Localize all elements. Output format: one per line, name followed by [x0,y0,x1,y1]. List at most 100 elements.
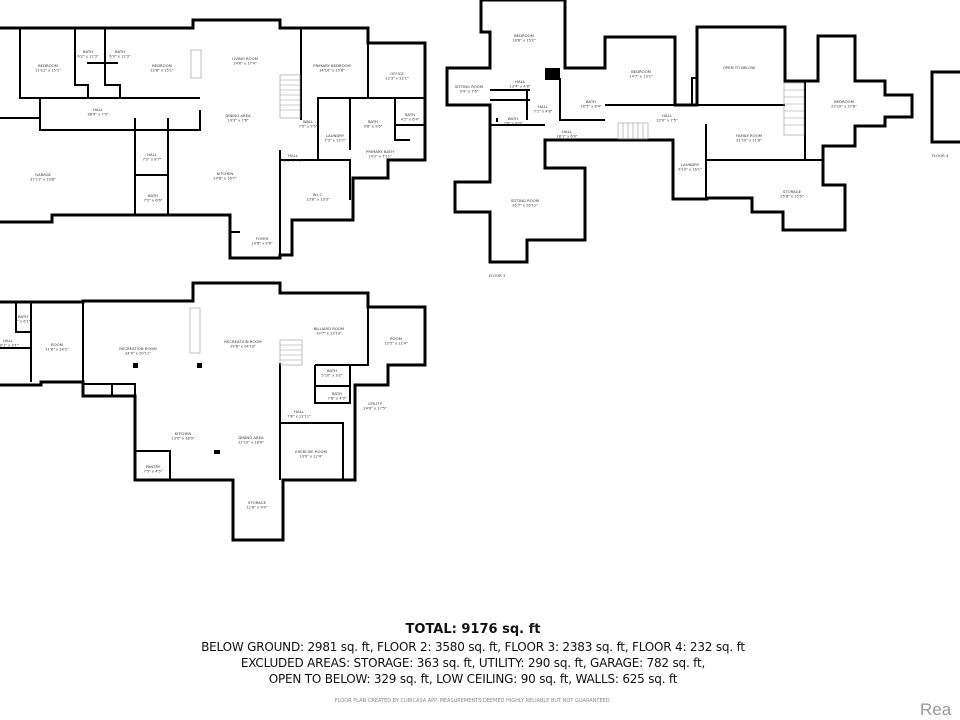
room-dimensions: 8'1" x 7'6" [284,159,303,163]
room-dimensions: 21'10" x 11'8" [736,139,762,143]
room-dimensions: 7'1" x 4'8" [534,110,553,114]
room-dimensions: 11'6" x 18'2" [45,348,69,352]
room-name: HALL [538,104,549,109]
excluded-areas: EXCLUDED AREAS: STORAGE: 363 sq. ft, UTI… [240,656,706,670]
room-dimensions: 26'7" x 26'11" [512,204,538,208]
room-name: HALL [515,79,526,84]
room-dimensions: 38'9" x 7'0" [87,113,108,117]
watermark: Rea [920,700,952,719]
room-dimensions: 7'3" x 13'7" [324,139,345,143]
room-dimensions: 25'8" x 15'5" [780,195,804,199]
room-name: LAUNDRY [681,162,700,167]
room-dimensions: 37'11" x 23'8" [30,178,56,182]
room-name: LAUNDRY [326,133,345,138]
floor-2-walls [0,18,427,260]
floor-3-walls [445,0,914,264]
room-dimensions: 7'8" x 12'11" [287,415,311,419]
room-dimensions: 4'2" x 6'4" [401,118,420,122]
floor-3-label: FLOOR 3 [489,273,506,278]
column [214,450,220,454]
floor-4-walls [930,70,960,144]
room-name: OPEN TO BELOW [723,65,755,70]
room-dimensions: 24'8" x 16'7" [213,177,237,181]
room-name: BATH [368,119,378,124]
room-name: HALL [562,129,573,134]
room-name: SITTING ROOM [511,198,539,203]
room-dimensions: 13'8" x 13'3" [306,198,330,202]
room-name: BILLIARD ROOM [314,326,344,331]
room-dimensions: 11'11" x 15'1" [35,69,61,73]
floor-4-label: FLOOR 4 [932,153,949,158]
room-name: BATH [586,99,596,104]
room-dimensions: 24'9" x 20'11" [125,352,151,356]
room-name: BATH [508,116,518,121]
chimney-block [545,68,560,80]
room-dimensions: 7'8" x 4'9" [328,397,347,401]
room-name: EXERCISE ROOM [295,449,327,454]
below-ground-stairs [279,339,303,366]
room-dimensions: 14'7" x 13'1" [629,75,653,79]
room-name: BATH [83,49,93,54]
room-dimensions: 9'4" x 7'6" [460,90,479,94]
room-name: FOYER [256,236,269,241]
room-dimensions: 24'6" x 17'4" [233,62,257,66]
credit-note: FLOOR PLAN CREATED BY CUBICASA APP. MEAS… [334,698,612,704]
room-dimensions: 23'10" x 27'8" [831,105,857,109]
room-name: WALL [303,119,314,124]
room-dimensions: 7'6" x 8'0" [504,122,523,126]
room-name: KITCHEN [217,171,234,176]
room-dimensions: 7'2" x 6'6" [144,199,163,203]
room-dimensions: 12'3" x 12'1" [385,77,409,81]
room-dimensions: 19'3" x 7'6" [227,119,248,123]
column [197,363,202,368]
room-name: BEDROOM [631,69,651,74]
room-dimensions: 7'5" x 9'5" [299,125,318,129]
room-name: STORAGE [248,500,267,505]
room-dimensions: 12'10" x 18'9" [238,441,264,445]
room-name: BATH [18,314,28,319]
room-name: UTILITY [368,401,383,406]
room-name: HALL [288,153,299,158]
room-name: BEDROOM [514,33,534,38]
room-dimensions: 6'2" x 12'3" [77,55,98,59]
room-name: BEDROOM [38,63,58,68]
room-name: PANTRY [146,464,161,469]
room-name: OFFICE [390,71,404,76]
room-name: ROOM [51,342,63,347]
fireplace [189,307,201,354]
room-dimensions: 18'1" x 6'0" [556,135,577,139]
room-name: DINING AREA [238,435,264,440]
room-name: BATH [115,49,125,54]
room-dimensions: 13'9" x 12'4" [299,455,323,459]
room-dimensions: 18'8" x 15'2" [512,39,536,43]
room-dimensions: 5'10" x 3'2" [321,374,342,378]
room-name: BATH [327,368,337,373]
room-dimensions: 19'6" x 24'10" [230,345,256,349]
room-name: STORAGE [783,189,802,194]
room-name: PRIMARY BATH [366,149,394,154]
room-dimensions: 10'6" x 9'8" [251,242,272,246]
room-name: FAMILY ROOM [736,133,762,138]
floor-2-stairs [279,74,301,119]
room-name: BEDROOM [834,99,854,104]
room-name: HALL [662,113,673,118]
room-dimensions: 13'0" x 18'9" [171,437,195,441]
room-dimensions: 12'8" x 15'1" [150,69,174,73]
below-ground-walls [0,281,427,542]
column [133,363,138,368]
room-dimensions: 7'5" x 4'5" [144,470,163,474]
room-name: BATH [405,112,415,117]
room-dimensions: 10'1" x 3'1" [0,344,19,348]
room-dimensions: 22'0" x 7'5" [656,119,677,123]
room-dimensions: 11'8" x 9'0" [246,506,267,510]
room-dimensions: 14'2" x 7'11" [368,155,392,159]
room-name: PRIMARY BEDROOM [313,63,351,68]
room-dimensions: 12'5" x 12'4" [384,342,408,346]
room-name: BATH [332,391,342,396]
room-dimensions: 6'0" x 12'3" [109,55,130,59]
room-name: LIVING ROOM [232,56,258,61]
room-dimensions: 9'8" x 9'5" [364,125,383,129]
fireplace [190,49,202,79]
excluded-areas-cont: OPEN TO BELOW: 329 sq. ft, LOW CEILING: … [268,672,678,686]
